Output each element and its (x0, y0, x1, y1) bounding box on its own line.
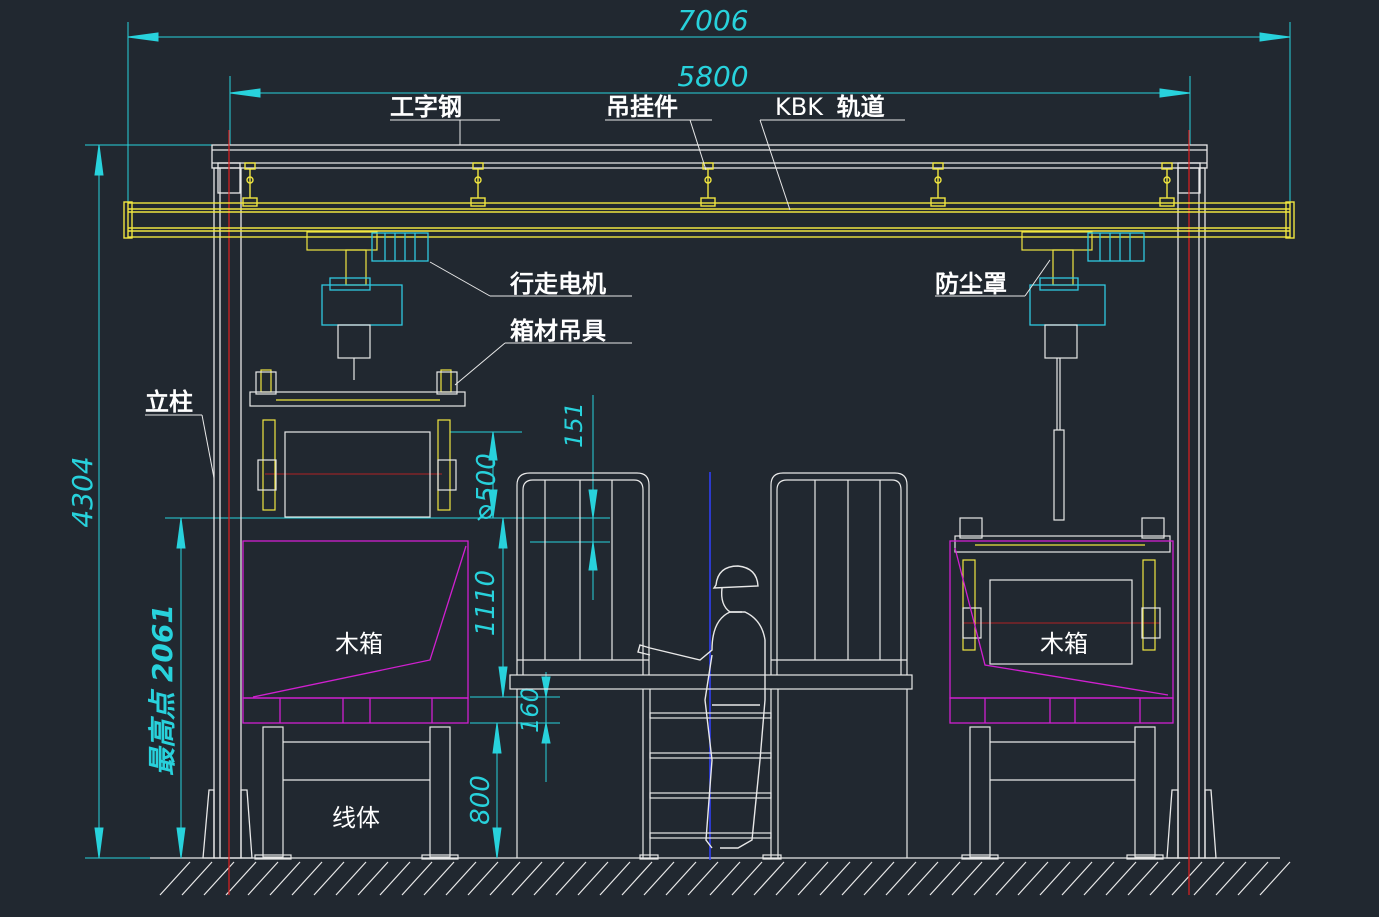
dim-line-height: 800 (466, 775, 496, 825)
dim-rail-width: 5800 (677, 60, 748, 93)
label-line-body: 线体 (332, 804, 380, 832)
label-i-beam: 工字钢 (390, 93, 462, 121)
travel-motor-right (1087, 232, 1145, 262)
dim-highest-point: 最高点 2061 (146, 604, 179, 776)
label-hanger: 吊挂件 (606, 93, 678, 121)
dimension-texts: 7006 5800 4304 最高点 2061 1110 800 160 151… (66, 4, 749, 825)
hanger-rod (470, 162, 486, 207)
hanger-rod (1159, 162, 1175, 207)
travel-motor-left (371, 232, 429, 262)
i-beam (211, 144, 1208, 169)
hanger-rod (242, 162, 258, 207)
column-right (1177, 167, 1206, 859)
column-left (213, 167, 242, 859)
hangers (242, 162, 1175, 207)
labels: 工字钢 吊挂件 KBK 轨道 行走电机 箱材吊具 防尘罩 立柱 木箱 木箱 线体 (145, 93, 1088, 832)
dim-overall-width: 7006 (677, 4, 748, 37)
label-wooden-box-right: 木箱 (1040, 630, 1088, 658)
wooden-box-left (242, 540, 469, 699)
box-core-right (989, 579, 1133, 665)
dim-box-height: 1110 (471, 570, 501, 636)
dimension-lines (85, 22, 1291, 859)
dim-diameter: 500 (472, 453, 502, 503)
label-travel-motor: 行走电机 (509, 270, 606, 298)
steel-frame (202, 144, 1217, 859)
wooden-boxes (242, 540, 1174, 724)
diameter-symbol (477, 503, 495, 521)
kbk-rail (123, 162, 1295, 239)
leader-lines (145, 119, 1051, 479)
label-kbk-prefix: KBK (775, 93, 824, 121)
hoist-right (954, 231, 1171, 665)
label-box-spreader: 箱材吊具 (510, 317, 606, 345)
line-body (254, 726, 1164, 860)
label-kbk-suffix: 轨道 (837, 93, 885, 121)
wooden-box-right (949, 540, 1174, 699)
box-core-left (284, 431, 431, 518)
label-column: 立柱 (145, 388, 193, 416)
platform (509, 472, 913, 860)
worker-figure (637, 565, 766, 849)
dim-pallet-height: 160 (516, 687, 544, 733)
floor (150, 857, 1291, 896)
hoist-left (249, 231, 466, 518)
centerlines (228, 130, 1190, 895)
label-dust-cover: 防尘罩 (935, 270, 1007, 298)
label-wooden-box-left: 木箱 (335, 630, 383, 658)
dim-total-height: 4304 (66, 456, 99, 527)
label-kbk-rail: KBK 轨道 (775, 93, 885, 121)
hanger-rod (930, 162, 946, 207)
hanger-rod (700, 162, 716, 207)
dim-clearance: 151 (560, 402, 588, 448)
